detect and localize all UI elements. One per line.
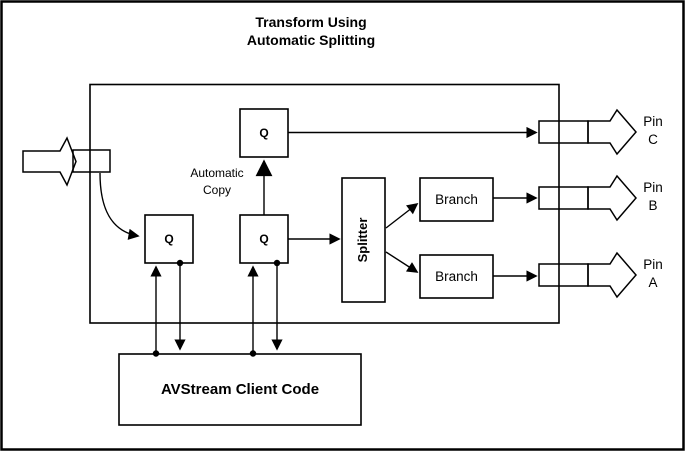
pin-a: Pin A	[538, 251, 663, 299]
pin-c-arrow-icon	[587, 108, 637, 156]
filter-box	[89, 83, 560, 324]
pin-b-arrow-icon	[587, 174, 637, 222]
pin-c: Pin C	[538, 108, 663, 156]
pin-b-label-letter: B	[648, 198, 657, 213]
junction-dot	[152, 350, 160, 357]
connector-splitter-to-branch-bottom	[385, 251, 419, 273]
queue-client-connectors	[150, 259, 283, 357]
pin-a-arrow-icon	[587, 251, 637, 299]
junction-dot	[273, 259, 281, 267]
branch-box-top-label: Branch	[435, 192, 478, 207]
queue-box-top-label: Q	[259, 126, 268, 140]
title-line-2: Automatic Splitting	[247, 32, 375, 48]
diagram-title: Transform Using Automatic Splitting	[247, 14, 375, 48]
automatic-copy-line-2: Copy	[203, 183, 231, 197]
queue-box-left-rect	[144, 214, 194, 264]
client-code-label: AVStream Client Code	[161, 381, 319, 398]
connector-input-to-left-queue	[99, 172, 140, 240]
automatic-copy-line-1: Automatic	[190, 166, 243, 180]
pin-b-label-word: Pin	[643, 180, 663, 195]
splitter-rect	[341, 177, 386, 303]
splitter-box: Splitter	[341, 177, 386, 303]
pin-b: Pin B	[538, 174, 663, 222]
pin-a-label-word: Pin	[643, 257, 663, 272]
client-code-box: AVStream Client Code	[118, 353, 362, 426]
branch-box-bottom-label: Branch	[435, 269, 478, 284]
branch-box-top: Branch	[419, 177, 494, 222]
queue-box-left-label: Q	[164, 232, 173, 246]
automatic-copy-label: Automatic Copy	[190, 166, 243, 197]
queue-box-left: Q	[144, 214, 194, 264]
splitter-label: Splitter	[355, 218, 370, 263]
input-pin-slot	[72, 149, 111, 173]
title-line-1: Transform Using	[255, 14, 366, 30]
client-code-rect	[118, 353, 362, 426]
junction-dot	[249, 350, 257, 357]
connector-splitter-to-branch-top	[385, 202, 419, 229]
input-block-arrow-icon	[22, 136, 77, 187]
pin-c-label-letter: C	[648, 132, 658, 147]
junction-dot	[176, 259, 184, 267]
queue-box-right-label: Q	[259, 232, 268, 246]
pin-a-label-letter: A	[648, 275, 657, 290]
branch-box-top-rect	[419, 177, 494, 222]
pin-c-label-word: Pin	[643, 114, 663, 129]
